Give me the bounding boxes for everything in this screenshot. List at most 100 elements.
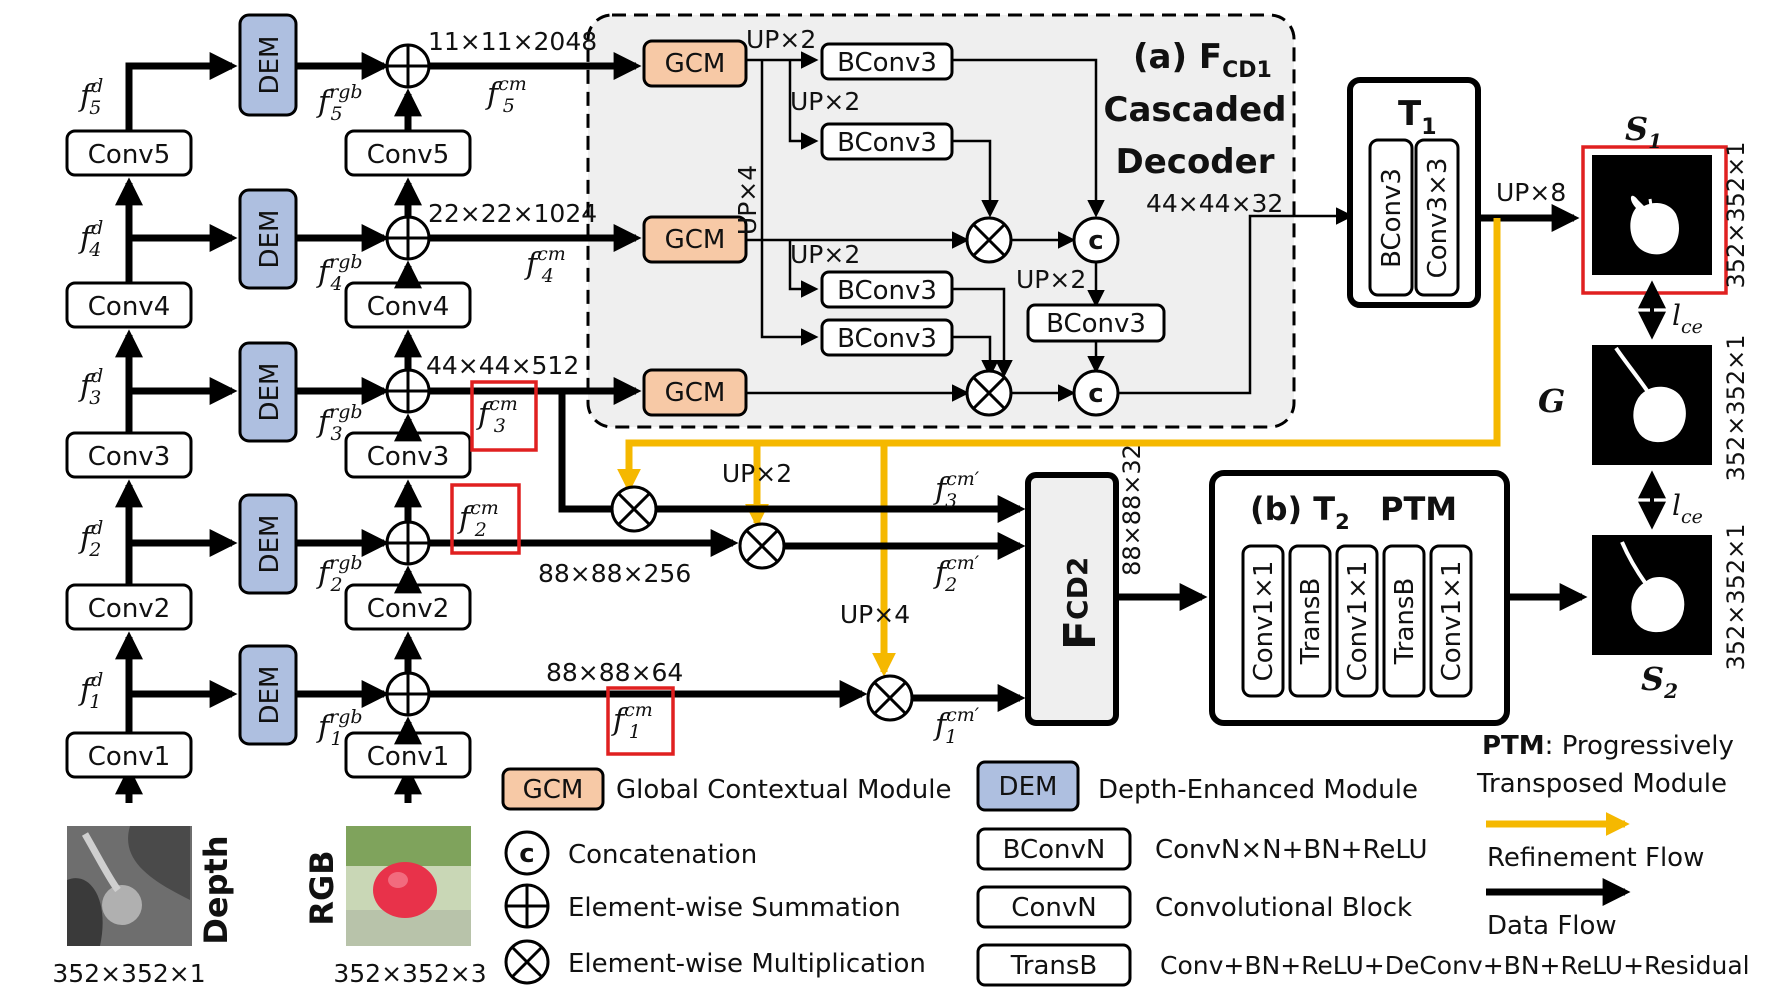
t1-title: T1 <box>1398 94 1437 140</box>
t2-conv1x1-a <box>1241 544 1285 698</box>
gcm-5 <box>642 39 748 88</box>
legend-dem-desc: Depth-Enhanced Module <box>1098 775 1418 805</box>
depth-conv1-label: Conv1 <box>88 742 170 772</box>
cd1-title-line2: Cascaded <box>1104 90 1287 130</box>
legend-transb-swatch <box>976 943 1132 987</box>
fcd2-label: FCD2 <box>1055 557 1106 650</box>
depth-conv4-label: Conv4 <box>88 292 170 322</box>
t2-module: (b) T2 PTM Conv1×1 TransB Conv1×1 TransB… <box>1209 470 1588 726</box>
cm-prime-labels: fcm′3 fcm′2 fcm′1 <box>933 468 980 748</box>
up2-c: UP×2 <box>790 240 860 269</box>
legend-convn-label: ConvN <box>1011 893 1096 923</box>
t2-transb-b-label: TransB <box>1390 578 1420 666</box>
bconv3-a <box>820 42 954 81</box>
legend-data-label: Data Flow <box>1487 911 1617 941</box>
legend-sum-desc: Element-wise Summation <box>568 893 901 923</box>
t1-bconv3-label: BConv3 <box>1377 168 1407 268</box>
rgb-conv3-label: Conv3 <box>367 442 449 472</box>
up-labels: UP×2 UP×2 UP×4 UP×2 UP×2 44×44×32 <box>733 25 1283 294</box>
depth-conv3-label: Conv3 <box>88 442 170 472</box>
rgb-conv1-label: Conv1 <box>367 742 449 772</box>
highlight-f2cm <box>450 483 521 555</box>
refinement-flow: UP×2 UP×4 <box>617 218 1501 677</box>
up4-refine: UP×4 <box>840 600 910 629</box>
gcm-4-label: GCM <box>665 225 726 255</box>
legend-ptm-line2: Transposed Module <box>1476 769 1727 799</box>
outputs: S1 G S2 lce lce 352×352×1 352×352×1 352×… <box>1538 110 1750 703</box>
highlight-f1cm <box>606 686 675 756</box>
legend-convn-swatch <box>976 885 1132 929</box>
legend-concat-symbol: c <box>519 839 534 869</box>
decoder-title: (a) FCD1 Cascaded Decoder <box>1104 37 1287 182</box>
dem-column: DEM DEM DEM DEM DEM <box>238 13 390 746</box>
decoder-flows <box>746 51 1354 402</box>
legend-convn-desc: Convolutional Block <box>1155 893 1412 923</box>
legend: GCM Global Contextual Module DEM Depth-E… <box>501 731 1750 987</box>
dim-labels: 11×11×2048 22×22×1024 44×44×512 88×88×25… <box>426 27 691 687</box>
legend-concat-desc: Concatenation <box>568 840 757 870</box>
bconv3-a-label: BConv3 <box>837 48 937 78</box>
rgb-conv5-label: Conv5 <box>367 140 449 170</box>
bconv3-d-label: BConv3 <box>837 324 937 354</box>
g-label: G <box>1538 382 1565 420</box>
legend-ptm: PTM: Progressively <box>1482 731 1734 761</box>
legend-dem-swatch <box>976 760 1080 812</box>
t2-conv1x1-a-label: Conv1×1 <box>1249 561 1279 682</box>
rgb-dim: 352×352×3 <box>333 959 486 988</box>
depth-conv5-label: Conv5 <box>88 140 170 170</box>
rgb-conv2-label: Conv2 <box>367 594 449 624</box>
cd1-title-line3: Decoder <box>1116 142 1275 182</box>
lce-label-2: lce <box>1672 489 1703 528</box>
dem-3-label: DEM <box>255 363 285 422</box>
depth-dim: 352×352×1 <box>52 959 205 988</box>
lce-label-1: lce <box>1672 299 1703 338</box>
bconv3-e-label: BConv3 <box>1046 309 1146 339</box>
t1-conv3x3-label: Conv3×3 <box>1423 158 1453 279</box>
t2-conv1x1-b-label: Conv1×1 <box>1343 561 1373 682</box>
t2-transb-a-label: TransB <box>1296 578 1326 666</box>
gcm-5-label: GCM <box>665 49 726 79</box>
summation-outputs <box>429 52 868 708</box>
t2-transb-b <box>1382 544 1426 698</box>
dim-dec2: 88×88×32 <box>1118 444 1146 576</box>
refine-outputs <box>656 495 1026 712</box>
dim-3: 44×44×512 <box>426 351 579 380</box>
f1-cmp: fcm′1 <box>933 704 980 748</box>
legend-refine-label: Refinement Flow <box>1487 843 1704 873</box>
decoder-mult-signs <box>972 223 1006 410</box>
dim-5: 11×11×2048 <box>428 27 597 56</box>
t2-conv1x1-c-label: Conv1×1 <box>1437 561 1467 682</box>
legend-gcm-label: GCM <box>523 775 584 805</box>
legend-mul-desc: Element-wise Multiplication <box>568 949 926 979</box>
highlight-boxes <box>450 145 1728 756</box>
legend-gcm-desc: Global Contextual Module <box>616 775 952 805</box>
up4-vertical: UP×4 <box>733 165 762 235</box>
refine-mult-signs <box>617 492 907 715</box>
concat-3 <box>1072 369 1120 417</box>
legend-concat-icon <box>504 830 550 876</box>
f3-cmp: fcm′3 <box>933 468 980 512</box>
bconv3-e <box>1026 303 1166 343</box>
dem-1-label: DEM <box>255 666 285 725</box>
legend-bconvn-swatch <box>976 827 1132 871</box>
ptm-title: PTM <box>1380 490 1457 528</box>
f2-cmp: fcm′2 <box>933 552 980 596</box>
t1-conv3x3 <box>1414 138 1460 297</box>
legend-bconvn-desc: ConvN×N+BN+ReLU <box>1155 835 1428 865</box>
up2-a: UP×2 <box>746 25 816 54</box>
summation-signs <box>387 45 429 715</box>
t1-bconv3 <box>1368 138 1414 297</box>
t1-module: T1 BConv3 Conv3×3 UP×8 <box>1347 77 1580 308</box>
dim-4: 22×22×1024 <box>428 199 597 228</box>
s1-dim: 352×352×1 <box>1722 141 1750 288</box>
legend-gcm-swatch <box>501 767 605 811</box>
